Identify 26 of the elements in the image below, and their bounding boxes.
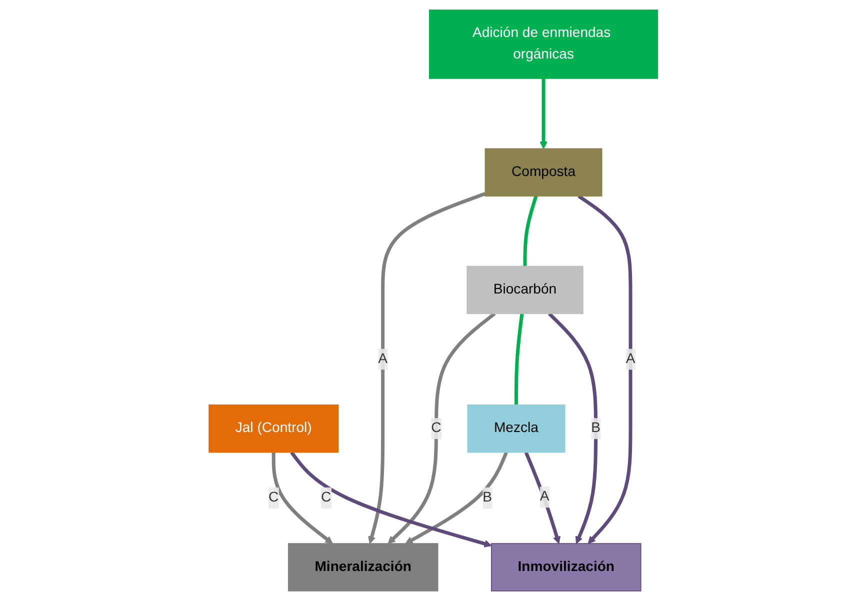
arrow [290,451,492,548]
arrow [578,194,632,544]
node-box: Composta [484,148,602,197]
connector [523,196,538,266]
node-box: Mezcla [467,404,566,453]
edge-label: A [540,489,550,504]
arrow [540,78,548,150]
edge-label: C [321,490,332,505]
edge-label: B [482,490,492,505]
connector [514,313,524,405]
arrow [272,452,334,544]
arrow [388,312,496,544]
edge-label: A [378,351,388,366]
arrow [405,452,508,544]
arrow [524,452,561,544]
edge-label: C [431,420,442,436]
edge-label: B [591,420,601,436]
edge-label: C [268,490,279,505]
node-box: Mineralización [288,543,438,592]
node-box: Jal (Control) [208,404,339,453]
arrow [368,192,486,544]
node-box: Biocarbón [466,266,584,314]
arrow [548,312,598,544]
node-box: Adición de enmiendas orgánicas [429,10,658,79]
edge-label: A [626,351,636,366]
node-box: Inmovilización [491,543,642,592]
